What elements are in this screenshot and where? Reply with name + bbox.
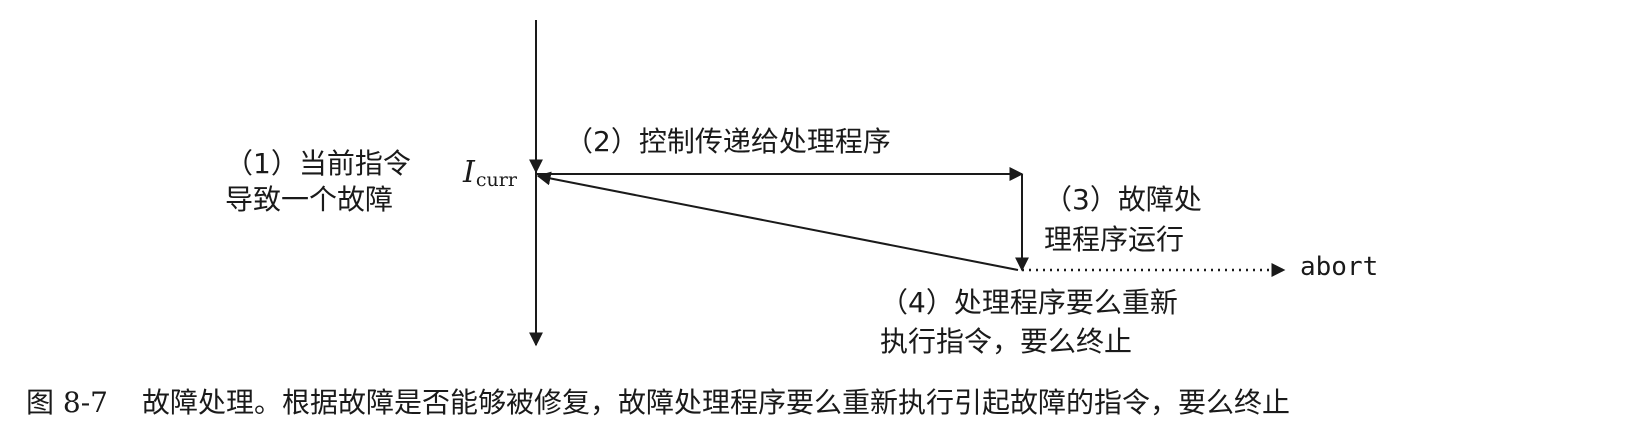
figure-number: 图 8-7: [26, 386, 108, 419]
icurr-main: I: [463, 155, 475, 190]
figure-caption-text: 故障处理。根据故障是否能够被修复，故障处理程序要么重新执行引起故障的指令，要么终…: [142, 386, 1291, 419]
abort-label: abort: [1300, 252, 1379, 282]
label-step-2: （2）控制传递给处理程序: [565, 125, 891, 158]
label-step-1-line1: （1）当前指令: [225, 147, 411, 180]
label-step-3-line1: （3）故障处: [1044, 183, 1202, 216]
label-step-4-line2: 执行指令，要么终止: [880, 325, 1133, 358]
figure-caption: 图 8-7 故障处理。根据故障是否能够被修复，故障处理程序要么重新执行引起故障的指…: [26, 383, 1290, 423]
label-step-1-line2: 导致一个故障: [225, 183, 394, 216]
label-step-3-line2: 理程序运行: [1044, 223, 1185, 256]
icurr-subscript: curr: [475, 169, 517, 191]
icurr-label: Icurr: [463, 155, 517, 191]
return-to-icurr-arrow: [536, 171, 1019, 271]
label-step-4-line1: （4）处理程序要么重新: [880, 286, 1178, 319]
